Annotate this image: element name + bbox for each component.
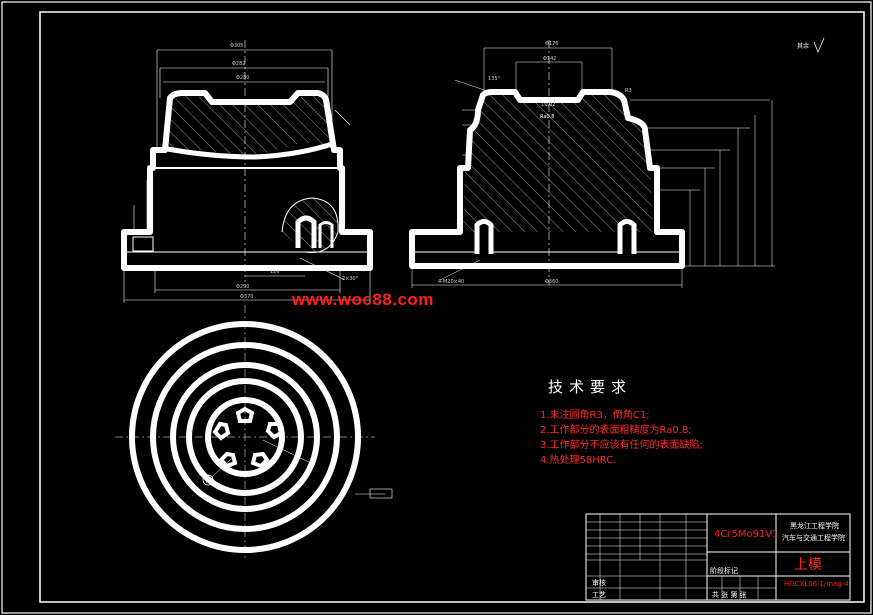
- material-label: 4Cr5Mo91V1: [714, 529, 779, 540]
- sheets-label: 共 张 第 张: [712, 591, 747, 599]
- watermark: www.woc88.com: [292, 290, 434, 309]
- requirement-item: 1.未注圆角R3，倒角C1;: [540, 410, 650, 421]
- dim-text: Φ290: [236, 284, 249, 290]
- dim-text: Ra0.8: [540, 114, 554, 120]
- process-label: 工艺: [592, 591, 606, 599]
- dim-text: Φ360: [545, 279, 558, 285]
- requirement-item: 4.热处理58HRC.: [540, 455, 617, 466]
- dim-text: R3: [625, 88, 632, 94]
- dim-text: Φ176: [545, 41, 558, 47]
- review-label: 审核: [592, 579, 606, 587]
- dim-text: Φ305: [230, 43, 243, 49]
- dim-text: Φ370: [240, 294, 253, 300]
- dim-text: Φ282: [232, 61, 245, 67]
- requirement-item: 3.工作部分不应该有任何的表面缺陷;: [540, 440, 703, 451]
- dim-text: 126: [270, 269, 280, 275]
- top-view: [115, 305, 393, 560]
- front-view: [121, 40, 373, 303]
- dim-text: Φ142: [543, 56, 556, 62]
- dim-text: 135°: [488, 76, 501, 82]
- section-mark: A: [206, 478, 211, 485]
- title-block: [585, 513, 851, 601]
- dim-text: Φ280: [236, 75, 249, 81]
- department-name: 汽车与交通工程学院: [782, 534, 845, 542]
- technical-requirements-title: 技术要求: [548, 378, 633, 396]
- surface-note: 其余: [797, 42, 809, 50]
- inner-frame: [39, 11, 865, 603]
- dim-text: ⊥0.02: [540, 102, 556, 108]
- stage-label: 阶段标记: [710, 567, 738, 575]
- school-name: 黑龙江工程学院: [790, 522, 839, 530]
- requirement-item: 2.工作部分的表面粗糙度为Ra0.8;: [540, 425, 692, 436]
- drawing-number: HGCXL06.1/mag-4: [784, 580, 849, 588]
- part-name: 上模: [794, 557, 822, 573]
- dim-text: 4-M20×40: [438, 279, 464, 285]
- dim-text: 2×30°: [342, 276, 359, 282]
- section-view: [409, 40, 775, 288]
- roughness-icon: [813, 37, 825, 54]
